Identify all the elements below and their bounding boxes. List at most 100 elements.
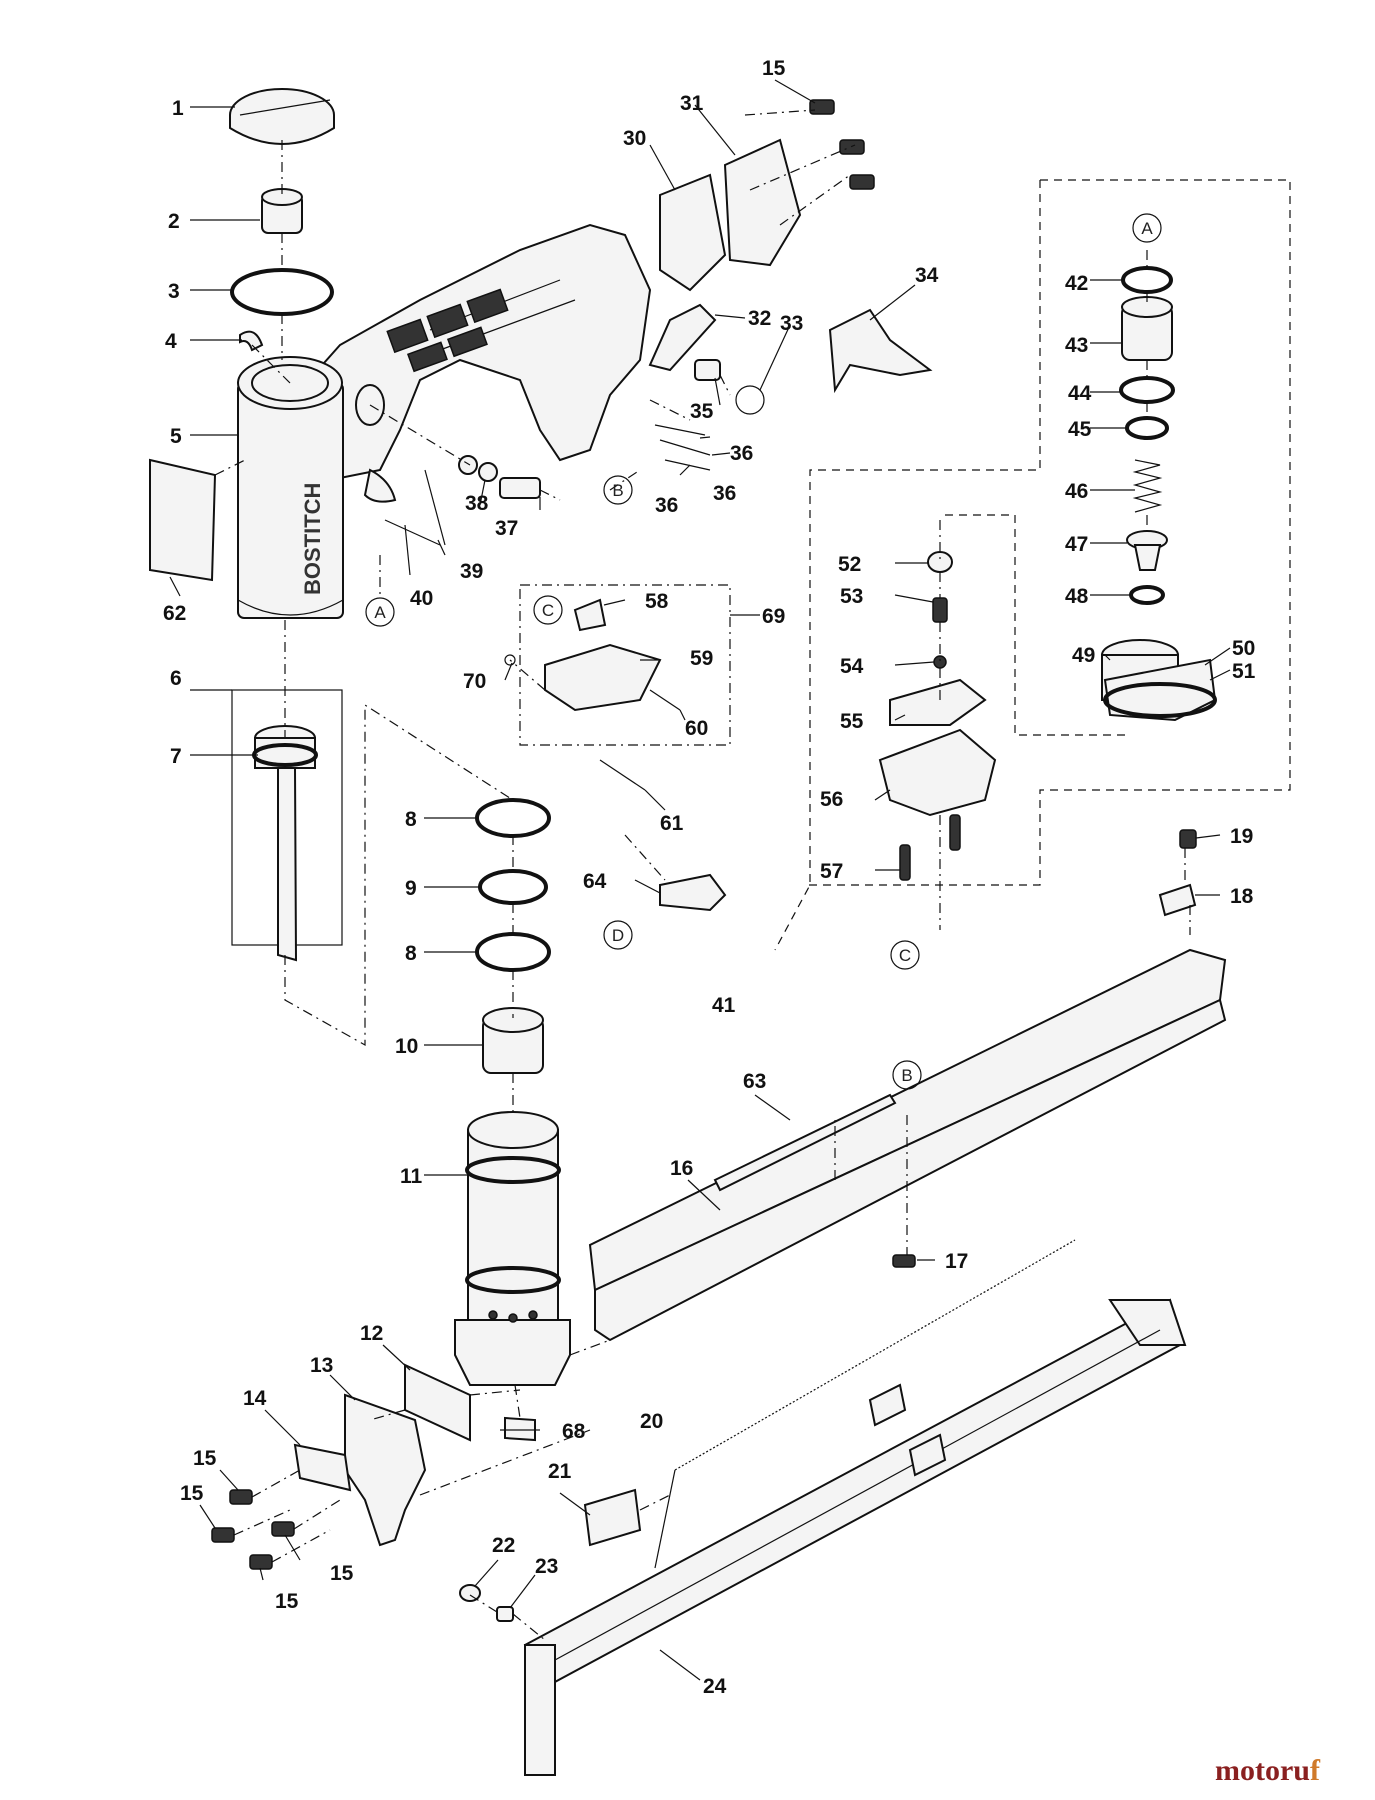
ref-marker-c-top: C xyxy=(533,595,563,625)
housing-body xyxy=(237,223,652,619)
part-4-clip xyxy=(239,330,264,352)
callout: 47 xyxy=(1065,533,1088,556)
svg-text:A: A xyxy=(374,603,386,622)
part-23-pin xyxy=(496,1606,514,1622)
callout: 36 xyxy=(713,482,736,505)
part-59-trigger-valve xyxy=(544,643,662,712)
part-8-oring-upper xyxy=(475,798,551,838)
part-52-seal xyxy=(927,551,953,573)
ref-marker-d: D xyxy=(603,920,633,950)
part-62-label-plate xyxy=(149,458,217,582)
callout: 52 xyxy=(838,553,861,576)
callout: 32 xyxy=(748,307,771,330)
callout: 43 xyxy=(1065,334,1088,357)
part-33-spring xyxy=(735,385,765,415)
part-64-bumper xyxy=(659,873,727,912)
part-36-pins xyxy=(654,424,711,471)
callout: 10 xyxy=(395,1035,418,1058)
callout: 39 xyxy=(460,560,483,583)
part-14-latch xyxy=(293,1443,352,1492)
callout: 12 xyxy=(360,1322,383,1345)
part-32-trigger xyxy=(648,303,717,372)
callout: 13 xyxy=(310,1354,333,1377)
part-44-oring xyxy=(1119,376,1175,404)
part-48-washer xyxy=(1129,585,1165,605)
part-6-7-piston-driver xyxy=(231,689,343,962)
part-18-stop xyxy=(1158,883,1197,917)
assembly-lines xyxy=(214,109,1191,1641)
callout: 15 xyxy=(180,1482,204,1505)
callout: 24 xyxy=(703,1675,727,1698)
callout: 58 xyxy=(645,590,669,613)
callout: 1 xyxy=(172,97,184,120)
part-2-bumper xyxy=(261,188,303,234)
part-30-gasket xyxy=(659,173,727,292)
callout: 44 xyxy=(1068,382,1092,405)
brand-label: BOSTITCH xyxy=(300,483,325,595)
callout: 69 xyxy=(762,605,785,628)
part-47-valve-seat xyxy=(1126,530,1168,571)
part-37-38-valve xyxy=(458,455,541,499)
part-17-screw xyxy=(892,1254,916,1268)
callout: 15 xyxy=(275,1590,299,1613)
part-21-bracket xyxy=(583,1488,642,1547)
callout: 3 xyxy=(168,280,180,303)
svg-text:A: A xyxy=(1141,219,1153,238)
callout: 15 xyxy=(330,1562,354,1585)
callout: 31 xyxy=(680,92,704,115)
part-60-pin xyxy=(649,689,681,711)
watermark: motoruf xyxy=(1215,1754,1321,1787)
part-39-pin xyxy=(424,469,446,546)
callout: 8 xyxy=(405,808,417,831)
part-56-valve-housing xyxy=(878,728,997,817)
callout: 30 xyxy=(623,127,646,150)
leader-lines xyxy=(169,79,1231,1681)
part-19-screw xyxy=(1179,829,1197,849)
part-13-nosepiece xyxy=(344,1393,427,1547)
part-46-spring xyxy=(1132,459,1163,513)
part-35-pin xyxy=(694,359,721,381)
part-55-gasket xyxy=(889,678,987,726)
callout: 18 xyxy=(1230,885,1254,908)
callout: 45 xyxy=(1068,418,1092,441)
part-69-assembly-outline xyxy=(519,584,731,746)
ref-marker-b-top: B xyxy=(603,475,633,505)
callout: 9 xyxy=(405,877,417,900)
callout: 64 xyxy=(583,870,607,893)
callout: 48 xyxy=(1065,585,1089,608)
callout: 7 xyxy=(170,745,182,768)
callout: 22 xyxy=(492,1534,515,1557)
part-57-screw xyxy=(899,844,911,881)
part-61-pin xyxy=(599,759,646,791)
part-40-pin xyxy=(384,519,441,546)
ref-marker-b-bottom: B xyxy=(892,1060,922,1090)
part-53-screw xyxy=(932,597,948,623)
callout: 68 xyxy=(562,1420,586,1443)
part-22-washer xyxy=(459,1584,481,1602)
part-58-clip xyxy=(573,598,607,632)
callout: 17 xyxy=(945,1250,968,1273)
callout: 42 xyxy=(1065,272,1088,295)
part-10-bumper xyxy=(482,1007,544,1074)
svg-text:C: C xyxy=(899,946,911,965)
svg-text:D: D xyxy=(612,926,624,945)
callout: 15 xyxy=(193,1447,217,1470)
callout: 2 xyxy=(168,210,180,233)
part-11-cylinder xyxy=(454,1111,571,1386)
ref-marker-a-top: A xyxy=(1132,213,1162,243)
part-15-screws xyxy=(211,99,875,1570)
ref-marker-c-bottom: C xyxy=(890,940,920,970)
callout: 49 xyxy=(1072,644,1095,667)
callout: 23 xyxy=(535,1555,558,1578)
part-20-spring xyxy=(674,1239,1076,1471)
callout: 46 xyxy=(1065,480,1088,503)
callout: 54 xyxy=(840,655,864,678)
part-8-oring-lower xyxy=(475,932,551,972)
callout: 53 xyxy=(840,585,863,608)
part-12-plate xyxy=(404,1363,471,1442)
part-1-cap xyxy=(229,88,335,145)
callout: 21 xyxy=(548,1460,572,1483)
part-63-strip xyxy=(713,1093,897,1192)
callout: 51 xyxy=(1232,660,1256,683)
